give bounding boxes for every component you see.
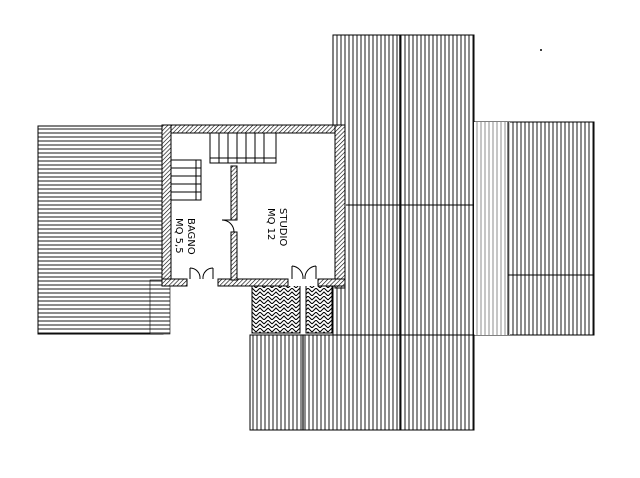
staircase	[170, 132, 277, 201]
room-bagno-name: BAGNO	[185, 218, 196, 255]
room-studio-name: STUDIO	[277, 208, 288, 246]
building-walls	[161, 124, 346, 289]
roof-top-center	[332, 34, 475, 336]
terrace-tiles	[251, 284, 333, 334]
scan-speck	[540, 49, 542, 51]
doors	[189, 219, 317, 280]
room-bagno-area: MQ 5,5	[173, 218, 184, 254]
roof-left	[37, 125, 171, 335]
room-studio-area: MQ 12	[265, 208, 276, 240]
roof-right	[473, 121, 595, 336]
roof-bottom	[249, 334, 475, 431]
